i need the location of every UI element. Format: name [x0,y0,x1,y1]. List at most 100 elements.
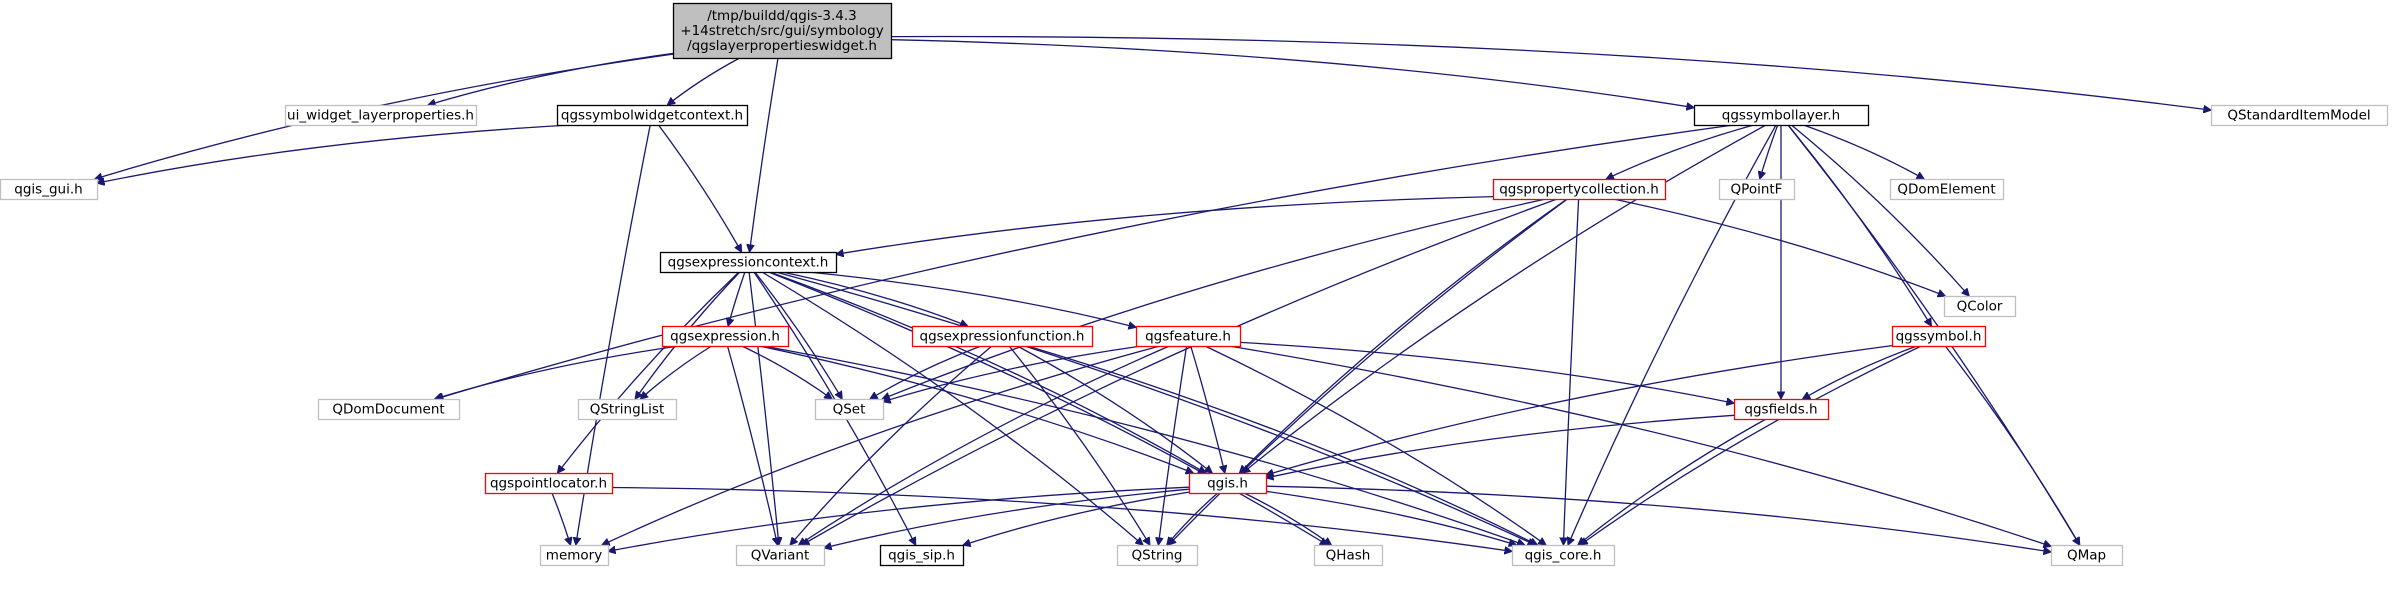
node-root-label-1: +14stretch/src/gui/symbology [680,23,883,39]
node-qgis-box [1188,472,1268,495]
node-qdomdocument-label-0: QDomDocument [332,402,444,418]
edge-propertycollection-to-qgis_core [1563,198,1580,545]
node-ui_widget: ui_widget_layerproperties.h [284,104,478,127]
edge-qgis-to-qhash [1243,492,1331,545]
node-symbollayer[interactable]: qgssymbollayer.h [1693,104,1870,127]
edge-symbol-to-qmap [1944,345,2079,545]
node-qdomelement-box [1889,178,2005,201]
edge-expressioncontext-to-qvariant [748,271,779,545]
node-expression-box [661,325,790,348]
edge-symbollayer-to-propertycollection [1606,124,1754,179]
node-qgis_core: qgis_core.h [1511,544,1616,567]
edge-expressionfunction-to-qstring [1008,345,1150,545]
edge-propertycollection-to-qvariant [802,198,1558,545]
node-pointlocator-box [484,472,614,495]
edge-qgis-to-memory [608,486,1190,551]
node-fields[interactable]: qgsfields.h [1733,398,1830,421]
edge-pointlocator-to-qgis_core [611,486,1512,552]
edge-expressioncontext-to-expression [728,271,746,326]
edge-symbollayer-to-symbol [1787,124,1931,326]
node-qgis_gui-label-0: qgis_gui.h [14,182,82,198]
node-root[interactable]: /tmp/buildd/qgis-3.4.3+14stretch/src/gui… [672,2,893,60]
node-qmap-label-0: QMap [2067,548,2106,564]
node-qgis_core-box [1511,544,1616,567]
node-qpointf: QPointF [1718,178,1796,201]
node-symbol-box [1891,325,1987,348]
node-symbolwidgetcontext-box [556,104,749,127]
edge-expressioncontext-to-expressionfunction [782,271,967,326]
node-qmap-box [2050,544,2124,567]
node-pointlocator-label-0: qgspointlocator.h [490,476,607,492]
node-symbollayer-label-0: qgssymbollayer.h [1722,108,1840,124]
node-propertycollection-box [1492,178,1667,201]
node-qstring-label-0: QString [1132,548,1183,564]
node-qhash: QHash [1313,544,1384,567]
node-propertycollection-label-0: qgspropertycollection.h [1499,182,1659,198]
edge-expression-to-qgis_core [763,345,1524,545]
edge-qgis-to-qvariant [824,488,1190,548]
node-qgis[interactable]: qgis.h [1188,472,1268,495]
edge-symbollayer-to-qgis [1243,124,1767,473]
node-qvariant-box [735,544,826,567]
edge-expressioncontext-to-pointlocator [558,271,740,473]
edge-propertycollection-to-qset [882,198,1546,399]
node-qgis-label-0: qgis.h [1207,476,1248,492]
node-memory: memory [539,544,610,567]
node-qcolor: QColor [1943,295,2017,318]
edge-root-to-qstandarditemmodel [890,35,2211,110]
node-qstandarditemmodel: QStandardItemModel [2210,104,2389,127]
edge-propertycollection-to-expressioncontext [836,195,1494,255]
node-qvariant-label-0: QVariant [751,548,810,564]
edge-feature-to-memory [602,345,1161,545]
edge-expression-to-qvariant [726,345,778,545]
node-feature[interactable]: qgsfeature.h [1135,325,1242,348]
edge-expression-to-qstringlist [640,345,712,399]
node-qcolor-box [1943,295,2017,318]
node-qstringlist: QStringList [577,398,678,421]
node-root-box [672,2,893,60]
node-expressioncontext[interactable]: qgsexpressioncontext.h [659,251,838,274]
edge-expressioncontext-to-qgis [769,271,1206,473]
edge-root-to-expressioncontext [750,57,779,252]
node-qpointf-label-0: QPointF [1731,182,1783,198]
node-qstring-box [1116,544,1199,567]
node-expressioncontext-box [659,251,838,274]
edges [95,35,2211,552]
node-symbol[interactable]: qgssymbol.h [1891,325,1987,348]
node-propertycollection[interactable]: qgspropertycollection.h [1492,178,1667,201]
node-expressionfunction-box [911,325,1094,348]
node-root-label-0: /tmp/buildd/qgis-3.4.3 [707,8,857,24]
node-pointlocator[interactable]: qgspointlocator.h [484,472,614,495]
edge-qgis-to-qstring [1167,492,1219,545]
edge-root-to-symbollayer [890,39,1694,108]
node-qvariant: QVariant [735,544,826,567]
edge-pointlocator-to-memory [551,492,571,545]
node-expressionfunction[interactable]: qgsexpressionfunction.h [911,325,1094,348]
node-qgis_sip[interactable]: qgis_sip.h [879,544,965,567]
edge-feature-to-qgis [1190,345,1225,473]
node-expressioncontext-label-0: qgsexpressioncontext.h [668,255,829,271]
node-qdomelement-label-0: QDomElement [1897,182,1995,198]
edge-symbollayer-to-qpointf [1760,124,1779,179]
node-symbolwidgetcontext-label-0: qgssymbolwidgetcontext.h [561,108,743,124]
edge-symbollayer-to-qcolor [1790,124,1969,296]
node-symbolwidgetcontext[interactable]: qgssymbolwidgetcontext.h [556,104,749,127]
node-ui_widget-box [284,104,478,127]
edge-expressionfunction-to-qset [870,345,982,399]
node-expression-label-0: qgsexpression.h [670,329,780,345]
node-root-label-2: /qgslayerpropertieswidget.h [687,38,877,54]
edge-symbol-to-fields [1803,345,1918,399]
edge-root-to-symbolwidgetcontext [667,57,741,105]
node-qset-box [814,398,885,421]
node-symbollayer-box [1693,104,1870,127]
node-expression[interactable]: qgsexpression.h [661,325,790,348]
node-qstring: QString [1116,544,1199,567]
node-ui_widget-label-0: ui_widget_layerproperties.h [287,108,474,124]
node-fields-box [1733,398,1830,421]
nodes: /tmp/buildd/qgis-3.4.3+14stretch/src/gui… [0,2,2389,567]
edge-expressioncontext-to-qgis_core [775,271,1535,545]
node-qstandarditemmodel-label-0: QStandardItemModel [2227,108,2370,124]
node-qmap: QMap [2050,544,2124,567]
edge-expressionfunction-to-qgis_core [1027,345,1538,546]
